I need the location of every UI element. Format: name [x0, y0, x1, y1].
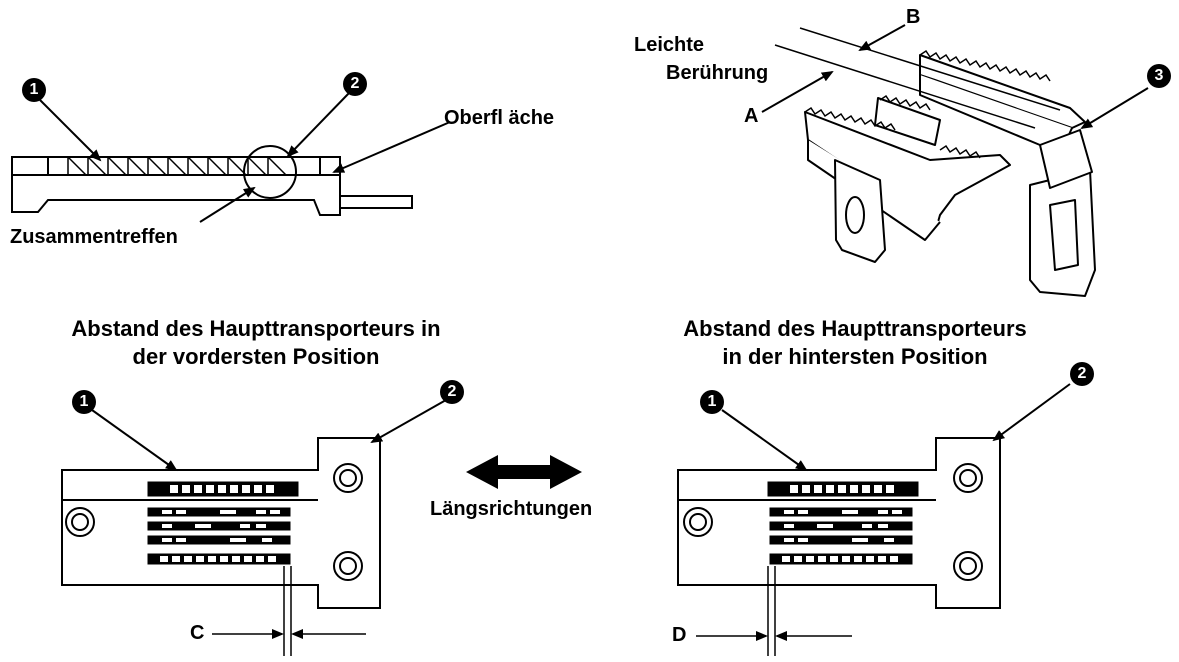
marker-1-rear-plate: 1: [700, 390, 724, 414]
reference-lines: [774, 27, 1061, 129]
marker-3-feed-dog: 3: [1147, 64, 1171, 88]
marker-1-side-view: 1: [22, 78, 46, 102]
side-view-leaders: [39, 91, 451, 223]
side-view-feed-dog: [11, 145, 413, 216]
title-rear-line1: Abstand des Haupttransporteurs: [683, 316, 1027, 341]
label-light-touch-line1: Leichte: [634, 34, 705, 56]
plate-rear-leaders: [721, 383, 1071, 472]
label-surface: Oberfl äche: [444, 107, 555, 129]
label-direction: Längsrichtungen: [430, 498, 593, 520]
label-c: C: [190, 622, 205, 644]
label-light-touch-line2: Berührung: [666, 62, 769, 84]
feed-dog-3d: [804, 54, 1096, 297]
plate-rear-slots: [767, 481, 919, 565]
plate-rear-view: [677, 437, 1001, 609]
title-front-line1: Abstand des Haupttransporteurs in: [71, 316, 441, 341]
side-view-teeth: [67, 156, 287, 176]
label-a: A: [744, 105, 759, 127]
marker-2-rear-plate: 2: [1070, 362, 1094, 386]
feed-dog-3d-leaders: [761, 24, 1149, 130]
gap-d-dimension: [696, 566, 852, 656]
direction-double-arrow: [466, 455, 582, 489]
label-meet: Zusammentreffen: [10, 226, 178, 248]
label-d: D: [672, 624, 687, 646]
contact-circle: [243, 145, 297, 199]
title-front-line2: der vordersten Position: [132, 344, 380, 369]
marker-2-side-view: 2: [343, 72, 367, 96]
plate-front-slots: [147, 481, 299, 565]
marker-1-front-plate: 1: [72, 390, 96, 414]
plate-front-view: [61, 437, 381, 609]
label-b: B: [906, 6, 921, 28]
marker-2-front-plate: 2: [440, 380, 464, 404]
feed-dog-3d-teeth: [804, 49, 1051, 159]
title-rear-line2: in der hintersten Position: [722, 344, 988, 369]
plate-front-leaders: [91, 399, 447, 472]
gap-c-dimension: [212, 566, 366, 656]
